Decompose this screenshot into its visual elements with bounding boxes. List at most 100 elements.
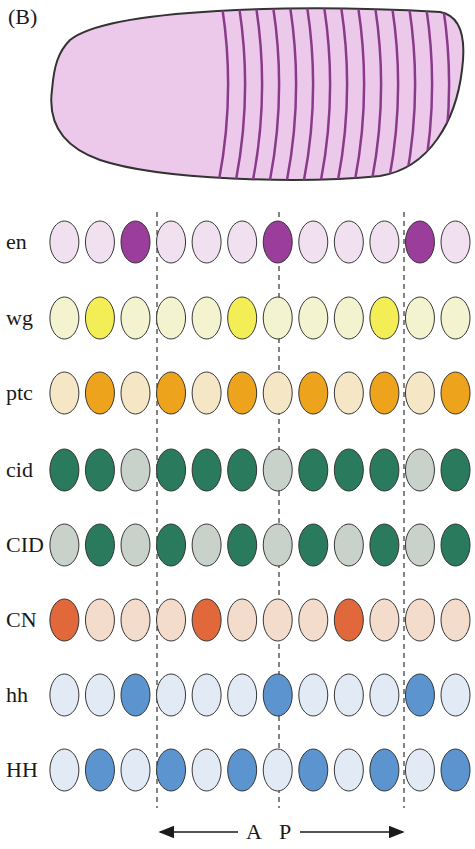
panel-label: (B): [8, 6, 37, 28]
cell: [157, 524, 186, 566]
cell: [441, 524, 470, 566]
cell: [334, 524, 363, 566]
cell: [228, 599, 257, 641]
cell: [50, 221, 79, 263]
cell: [157, 599, 186, 641]
cell: [299, 749, 328, 791]
cell: [441, 749, 470, 791]
cell: [121, 599, 150, 641]
cell: [50, 449, 79, 491]
cell: [299, 599, 328, 641]
boundary-line: [156, 212, 157, 808]
cell: [121, 674, 150, 716]
cell: [85, 449, 114, 491]
cell: [299, 449, 328, 491]
cell: [85, 372, 114, 414]
cell: [263, 449, 292, 491]
cell: [263, 524, 292, 566]
cell: [121, 372, 150, 414]
gene-label: CN: [6, 609, 37, 631]
cell: [370, 372, 399, 414]
cell: [370, 599, 399, 641]
cell: [405, 449, 434, 491]
cell: [263, 372, 292, 414]
cell: [157, 372, 186, 414]
stripe: [251, 0, 262, 190]
cell: [405, 674, 434, 716]
cell: [334, 221, 363, 263]
stripe: [234, 0, 245, 190]
stripe: [319, 0, 330, 190]
cell: [228, 674, 257, 716]
cell: [157, 449, 186, 491]
gene-label: wg: [6, 307, 33, 329]
cell: [441, 674, 470, 716]
gene-label: CID: [6, 534, 44, 556]
cell: [157, 297, 186, 339]
cell: [192, 449, 221, 491]
cell: [263, 674, 292, 716]
gene-label: en: [6, 231, 27, 253]
cell: [405, 297, 434, 339]
cell: [50, 297, 79, 339]
cell: [157, 674, 186, 716]
cell: [157, 749, 186, 791]
cell: [334, 449, 363, 491]
cell: [228, 749, 257, 791]
stripe: [421, 0, 432, 190]
cell: [50, 674, 79, 716]
cell: [50, 372, 79, 414]
cell-rows: [50, 221, 470, 791]
cell: [299, 674, 328, 716]
cell: [192, 297, 221, 339]
cell: [192, 599, 221, 641]
cell: [50, 524, 79, 566]
cell: [441, 372, 470, 414]
cell: [85, 599, 114, 641]
boundary-line: [403, 212, 404, 808]
cell: [299, 297, 328, 339]
cell: [121, 297, 150, 339]
cell: [405, 599, 434, 641]
cell: [192, 749, 221, 791]
gene-label: cid: [6, 459, 33, 481]
stripe: [353, 0, 364, 190]
cell: [299, 524, 328, 566]
cell: [441, 221, 470, 263]
cell: [370, 674, 399, 716]
stripe: [217, 0, 228, 190]
stripe: [285, 0, 296, 190]
cell: [85, 674, 114, 716]
cell: [405, 372, 434, 414]
cell: [192, 372, 221, 414]
cell: [121, 221, 150, 263]
cell: [228, 372, 257, 414]
stripe: [268, 0, 279, 190]
axis-label: P: [279, 821, 291, 843]
cell: [50, 599, 79, 641]
cell: [263, 297, 292, 339]
cell: [405, 749, 434, 791]
cell: [441, 599, 470, 641]
cell: [228, 524, 257, 566]
gene-label: hh: [6, 684, 28, 706]
cell: [334, 599, 363, 641]
cell: [228, 297, 257, 339]
cell: [85, 297, 114, 339]
gene-label: ptc: [6, 382, 33, 404]
axis-label: A: [246, 821, 262, 843]
cell: [441, 449, 470, 491]
cell: [334, 372, 363, 414]
cell: [370, 221, 399, 263]
cell: [228, 221, 257, 263]
gene-label: HH: [6, 759, 38, 781]
segment-stripes: [217, 0, 449, 190]
stripe: [404, 0, 415, 190]
cell: [299, 221, 328, 263]
cell: [85, 749, 114, 791]
cell: [121, 449, 150, 491]
cell: [263, 221, 292, 263]
stripe: [438, 0, 449, 190]
cell: [405, 221, 434, 263]
